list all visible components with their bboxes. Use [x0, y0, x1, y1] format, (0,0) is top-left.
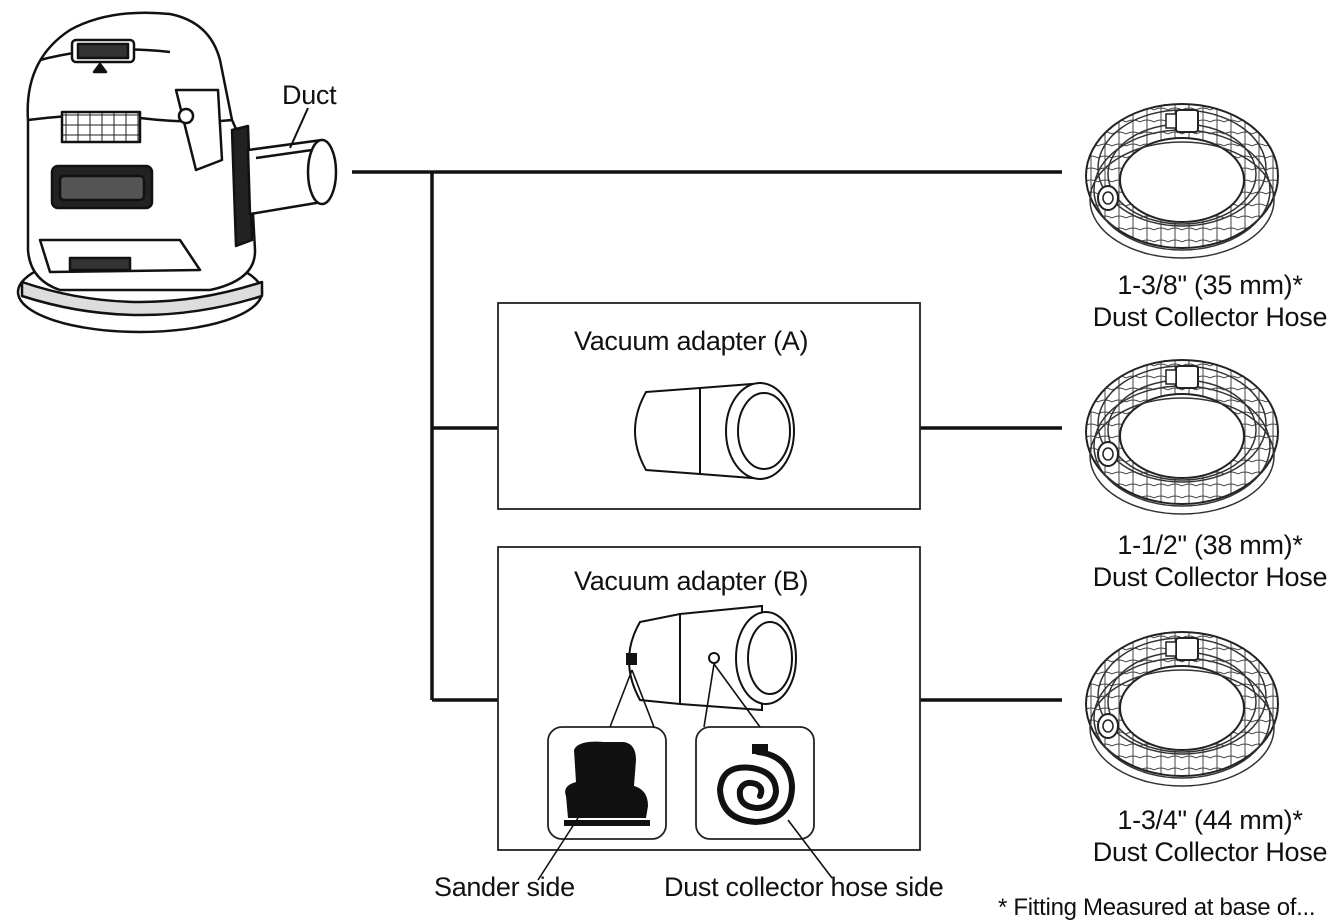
sander-side-label: Sander side [434, 872, 575, 902]
hose-2-illustration [1085, 359, 1279, 515]
sander-side-leader [537, 817, 579, 881]
sander-illustration [16, 11, 338, 334]
adapter-a-label: Vacuum adapter (A) [574, 326, 809, 356]
adapter-a-illustration [634, 382, 795, 480]
hose-2-name: Dust Collector Hose [1092, 562, 1328, 592]
adapter-b-illustration [626, 604, 797, 712]
hose-3-name: Dust Collector Hose [1092, 837, 1328, 867]
hose-3-illustration [1085, 631, 1279, 787]
hose-side-leader [787, 819, 833, 879]
hose-1-illustration [1085, 103, 1279, 259]
hose-side-label: Dust collector hose side [664, 872, 944, 902]
duct-leader [289, 107, 309, 149]
duct-label: Duct [282, 80, 337, 110]
hose-3-size: 1-3/4" (44 mm)* [1117, 805, 1303, 835]
connector-lines [352, 170, 1062, 702]
hose-side-icon [695, 663, 815, 840]
hose-2-size: 1-1/2" (38 mm)* [1117, 530, 1303, 560]
hose-1-name: Dust Collector Hose [1092, 302, 1328, 332]
hose-1-size: 1-3/8" (35 mm)* [1117, 270, 1303, 300]
adapter-b-label: Vacuum adapter (B) [574, 566, 809, 596]
sander-side-icon [547, 669, 667, 840]
footnote: * Fitting Measured at base of... [998, 894, 1316, 921]
